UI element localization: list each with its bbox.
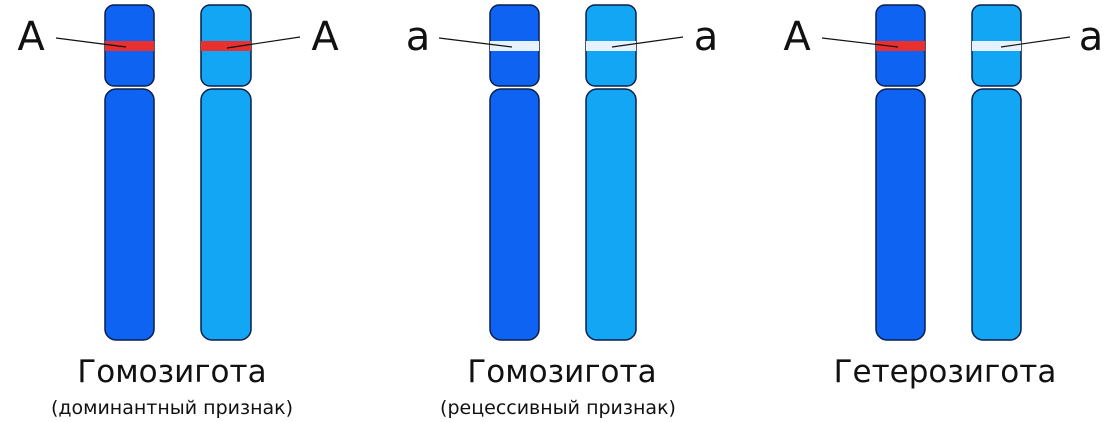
gene-band (876, 41, 925, 51)
gene-band (586, 41, 636, 51)
pointer-line-left (821, 37, 899, 48)
panel-title: Гомозигота (467, 354, 656, 390)
chromosome-left (875, 4, 926, 341)
pointer-line-left (438, 37, 513, 48)
panel-subtitle: (рецессивный признак) (440, 397, 676, 419)
chromosome-right (200, 4, 252, 341)
chromosome-left (104, 4, 155, 341)
gene-band (201, 41, 251, 51)
gene-band (972, 41, 1021, 51)
allele-label-right: A (311, 14, 339, 60)
chromosome-right (971, 4, 1022, 341)
gene-band (490, 41, 539, 51)
allele-label-right: a (694, 14, 719, 60)
chromosome-right (585, 4, 637, 341)
panel-title: Гомозигота (77, 354, 266, 390)
panel-subtitle: (доминантный признак) (51, 397, 293, 419)
allele-label-left: a (406, 14, 431, 60)
chromosome-arm-long (585, 88, 637, 341)
pointer-line-right (611, 36, 684, 48)
allele-label-right: a (1079, 14, 1104, 60)
allele-label-left: A (783, 14, 811, 60)
gene-band (105, 41, 154, 51)
chromosome-arm-long (875, 88, 926, 341)
chromosome-arm-long (104, 88, 155, 341)
pointer-line-right (226, 36, 301, 49)
chromosome-arm-long (489, 88, 540, 341)
panel-heterozygous: A a Гетерозигота (783, 4, 1104, 390)
chromosome-arm-long (200, 88, 252, 341)
panel-homozygous-recessive: a a Гомозигота (рецессивный признак) (406, 4, 719, 419)
chromosome-left (489, 4, 540, 341)
panel-homozygous-dominant: A A Гомозигота (доминантный признак) (17, 4, 339, 419)
pointer-line-left (55, 37, 127, 48)
allele-label-left: A (17, 14, 45, 60)
pointer-line-right (1000, 36, 1071, 48)
panel-title: Гетерозигота (834, 354, 1057, 390)
chromosome-arm-long (971, 88, 1022, 341)
